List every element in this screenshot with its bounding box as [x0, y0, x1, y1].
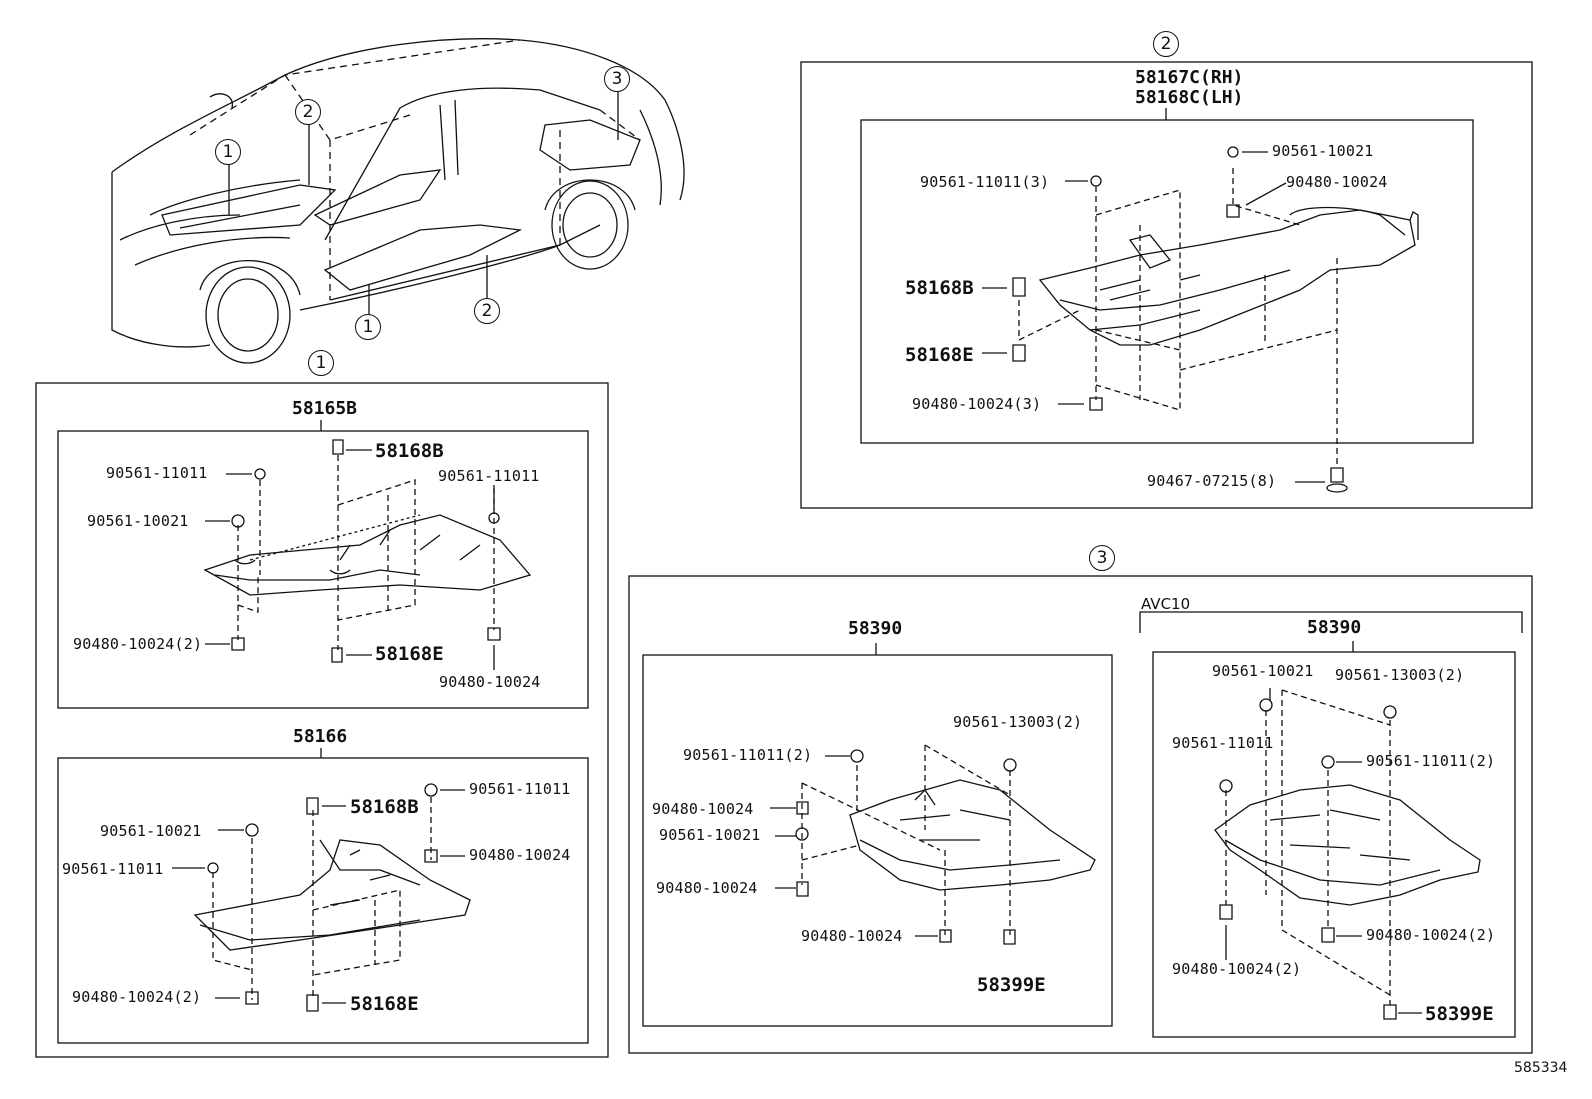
- section-1-top-label-6: 90480-10024: [439, 673, 541, 691]
- section-1-bottom-label-5: 90480-10024(2): [72, 988, 202, 1006]
- section-3-right-cover-shape: [1214, 784, 1481, 906]
- section-2-label-6: 90467-07215(8): [1147, 472, 1277, 490]
- section-3-callout: 3: [1089, 545, 1115, 571]
- section-1-top-title: 58165B: [292, 398, 358, 419]
- callout-3-rear: 3: [604, 66, 630, 92]
- section-3-left-label-2: 90480-10024: [652, 800, 754, 818]
- section-3-right-fasteners: [1219, 688, 1422, 1020]
- section-1-top-leaders: [237, 455, 495, 650]
- car-overview-illustration: [111, 38, 685, 364]
- section-2-label-0: 90561-10021: [1272, 142, 1374, 160]
- section-1-bottom-label-1: 90561-11011: [469, 780, 571, 798]
- section-3-left-label-1: 90561-11011(2): [683, 746, 813, 764]
- section-3-left-label-0: 90561-13003(2): [953, 713, 1083, 731]
- section-2-label-3: 58168B: [905, 277, 974, 299]
- section-2-title-lh: 58168C(LH): [1135, 87, 1244, 108]
- section-1-top-label-0: 58168B: [375, 440, 444, 462]
- section-3-right-label-2: 90561-11011: [1172, 734, 1274, 752]
- section-1-callout: 1: [308, 350, 334, 376]
- section-3-right-label-3: 90561-11011(2): [1366, 752, 1496, 770]
- section-3-right-title: 58390: [1307, 617, 1362, 638]
- section-1-bottom-title: 58166: [293, 726, 348, 747]
- section-3-left-label-6: 58399E: [977, 974, 1046, 996]
- section-1-bottom-label-6: 58168E: [350, 993, 419, 1015]
- callout-1-center: 1: [355, 314, 381, 340]
- section-1-top-label-5: 58168E: [375, 643, 444, 665]
- section-2-fasteners: [982, 146, 1348, 493]
- section-3-right-label-1: 90561-13003(2): [1335, 666, 1465, 684]
- section-1-top-label-4: 90480-10024(2): [73, 635, 203, 653]
- section-1-top-cover-shape: [203, 514, 532, 596]
- section-1-bottom-label-3: 90480-10024: [469, 846, 571, 864]
- section-2-label-1: 90561-11011(3): [920, 173, 1050, 191]
- section-1-bottom-fasteners: [172, 783, 465, 1012]
- section-3-left-label-4: 90480-10024: [656, 879, 758, 897]
- section-2-label-5: 90480-10024(3): [912, 395, 1042, 413]
- section-2-leaders: [1018, 168, 1338, 468]
- callout-1-front: 1: [215, 139, 241, 165]
- section-3-frames: [628, 575, 1533, 1054]
- section-1-bottom-label-4: 90561-11011: [62, 860, 164, 878]
- section-3-left-cover-shape: [849, 779, 1096, 891]
- section-3-right-label-0: 90561-10021: [1212, 662, 1314, 680]
- section-1-bottom-label-2: 90561-10021: [100, 822, 202, 840]
- catalog-number: 585334: [1514, 1060, 1568, 1076]
- section-3-right-leaders: [1225, 689, 1391, 1005]
- section-1-top-label-3: 90561-10021: [87, 512, 189, 530]
- section-1-bottom-leaders: [212, 797, 432, 1000]
- section-3-left-label-3: 90561-10021: [659, 826, 761, 844]
- section-3-variant-label: AVC10: [1141, 595, 1191, 613]
- section-1-frames: [35, 382, 609, 1058]
- section-2-title-rh: 58167C(RH): [1135, 67, 1244, 88]
- section-2-cover-shape: [1038, 206, 1419, 346]
- section-2-label-4: 58168E: [905, 344, 974, 366]
- section-1-top-fasteners: [205, 439, 501, 670]
- section-3-left-title: 58390: [848, 618, 903, 639]
- section-1-bottom-label-0: 58168B: [350, 796, 419, 818]
- section-3-left-label-5: 90480-10024: [801, 927, 903, 945]
- section-3-right-label-5: 90480-10024(2): [1172, 960, 1302, 978]
- section-2-callout: 2: [1153, 31, 1179, 57]
- callout-2-front: 2: [295, 99, 321, 125]
- callout-2-side: 2: [474, 298, 500, 324]
- section-1-top-label-1: 90561-11011: [106, 464, 208, 482]
- section-2-label-2: 90480-10024: [1286, 173, 1388, 191]
- section-2-frames: [800, 61, 1533, 509]
- section-3-right-label-4: 90480-10024(2): [1366, 926, 1496, 944]
- section-3-right-label-6: 58399E: [1425, 1003, 1494, 1025]
- section-3-left-leaders: [801, 744, 1011, 935]
- section-3-left-fasteners: [770, 749, 1017, 945]
- section-1-top-label-2: 90561-11011: [438, 467, 540, 485]
- section-1-bottom-cover-shape: [193, 839, 471, 951]
